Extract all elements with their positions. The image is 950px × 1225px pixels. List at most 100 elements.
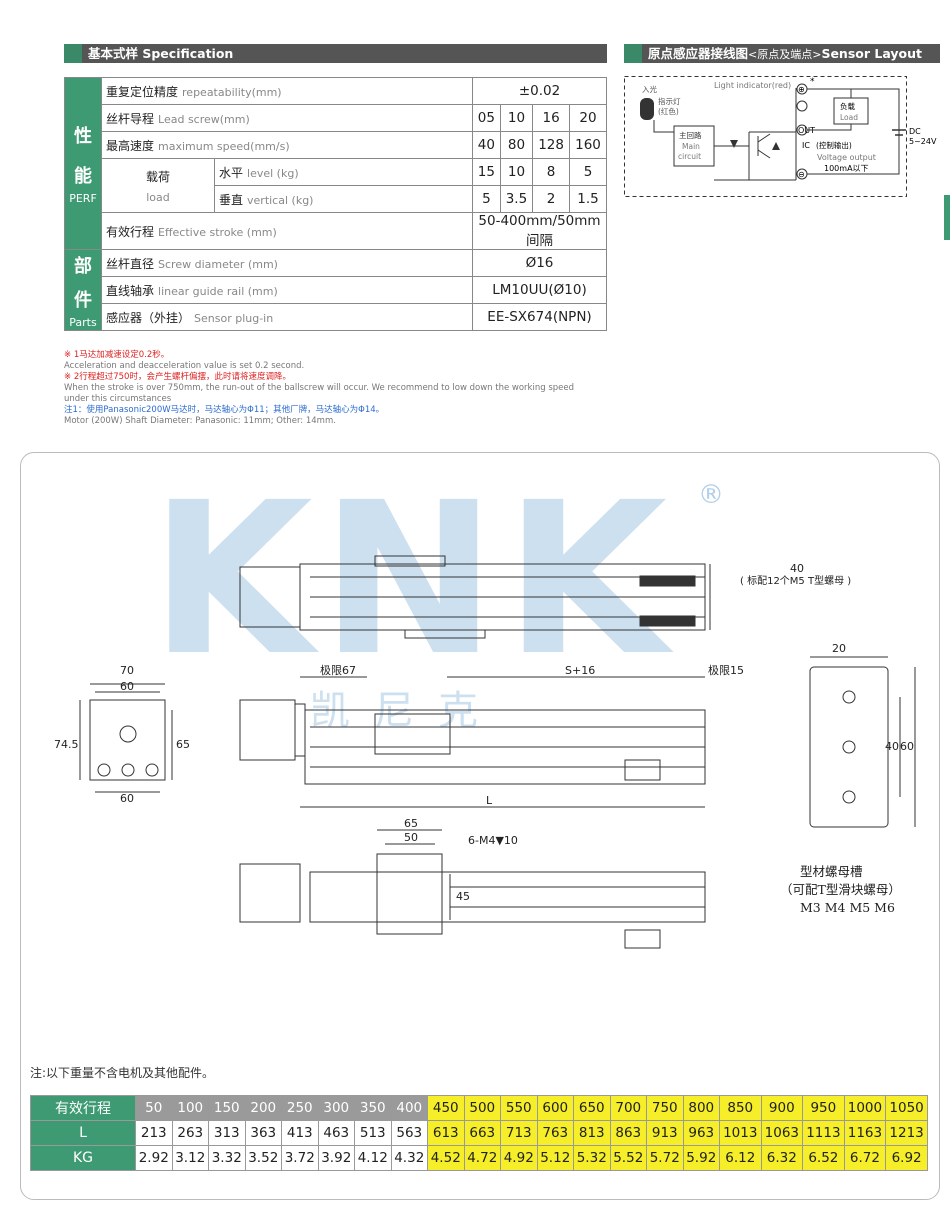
- m4-note: 6-M4▼10: [468, 834, 518, 847]
- star-mark: *: [810, 77, 815, 87]
- weight-cell: 3.72: [281, 1145, 319, 1171]
- weight-cell: 3.52: [244, 1145, 282, 1171]
- carriage-plate: [376, 853, 443, 935]
- current-text: 100mA以下: [824, 164, 869, 173]
- weight-cell: 6.92: [885, 1145, 928, 1171]
- speed-value: 40: [472, 131, 501, 159]
- limit-67: 极限67: [320, 663, 356, 677]
- sensor-wiring-diagram: 入光 指示灯 (红色) Light indicator(red) 主回路 Mai…: [624, 76, 937, 197]
- stroke-cell: 150: [208, 1095, 246, 1121]
- weight-cell: 6.72: [843, 1145, 887, 1171]
- weight-cell: 3.92: [317, 1145, 355, 1171]
- stroke-cell: 950: [802, 1095, 845, 1121]
- stroke-cell: 900: [760, 1095, 804, 1121]
- sensor-block: [624, 759, 661, 781]
- weight-note: 注:以下重量不含电机及其他配件。: [30, 1066, 215, 1080]
- t-nut-row: [639, 615, 696, 627]
- sensor-label: 感应器（外挂）Sensor plug-in: [101, 303, 473, 331]
- stroke-cell: 800: [682, 1095, 720, 1121]
- dim-60c: 60: [900, 740, 914, 753]
- stroke-cell: 200: [244, 1095, 282, 1121]
- weight-cell: 4.12: [354, 1145, 392, 1171]
- dim-70: 70: [120, 664, 134, 677]
- note-1-en: Acceleration and deacceleration value is…: [64, 361, 305, 371]
- vertical-value: 3.5: [499, 185, 534, 213]
- sensor-boundary: [624, 76, 907, 197]
- t-nut-row: [639, 575, 696, 587]
- weight-cell: 3.32: [208, 1145, 246, 1171]
- red-cn: (红色): [658, 106, 679, 116]
- weight-cell: 4.92: [500, 1145, 538, 1171]
- watermark-logo: KNK ® 凯尼克: [150, 470, 770, 735]
- led-icon: [640, 98, 654, 120]
- bolt: [97, 763, 111, 777]
- sensor-header-cn: 原点感应器接线图: [648, 46, 749, 61]
- repeat-value: ±0.02: [472, 77, 607, 105]
- side-view: [79, 683, 173, 793]
- transistor-icon: [757, 133, 771, 143]
- stroke-cell: 300: [317, 1095, 355, 1121]
- perf-cn2: 能: [74, 166, 92, 187]
- notes-block: ※ 1马达加减速设定0.2秒。 Acceleration and deaccel…: [64, 350, 594, 427]
- length-cell: 863: [609, 1120, 647, 1146]
- main-en1: Main: [682, 142, 700, 151]
- length-cell: 313: [208, 1120, 246, 1146]
- nut-note: ( 标配12个M5 T型螺母 ): [740, 574, 851, 587]
- sensor-value: EE-SX674(NPN): [472, 303, 607, 331]
- speed-value: 80: [499, 131, 534, 159]
- vertical-value: 5: [472, 185, 501, 213]
- front-view: [239, 676, 706, 808]
- in-light-text: 入光: [642, 84, 657, 94]
- note-1: ※ 1马达加减速设定0.2秒。: [64, 350, 170, 360]
- stroke-cell: 1000: [843, 1095, 887, 1121]
- zener-icon: [772, 142, 780, 150]
- profile-hole: [842, 790, 856, 804]
- sensor-header: 原点感应器接线图<原点及端点>Sensor Layout: [624, 44, 940, 63]
- top-view: [239, 555, 711, 639]
- level-value: 10: [499, 158, 534, 186]
- stroke-cell: 100: [171, 1095, 209, 1121]
- stroke-cell: 550: [500, 1095, 538, 1121]
- weight-cell: 2.92: [135, 1145, 173, 1171]
- length-cell: 663: [463, 1120, 501, 1146]
- sensor-header-en: Sensor Layout: [821, 46, 923, 61]
- level-value: 5: [569, 158, 607, 186]
- length-cell: 963: [682, 1120, 720, 1146]
- length-cell: 1063: [760, 1120, 804, 1146]
- dim-20: 20: [832, 642, 846, 655]
- length-cell: 563: [390, 1120, 428, 1146]
- carriage-top: [374, 555, 446, 567]
- dim-40b: 40: [885, 740, 899, 753]
- dim-45: 45: [456, 890, 470, 903]
- perf-cn1: 性: [74, 126, 92, 147]
- parts-cn1: 部: [74, 255, 92, 277]
- dc-voltage: 5~24V: [909, 137, 937, 146]
- end-plate: [89, 699, 166, 781]
- motor-top: [239, 566, 301, 628]
- perf-side-label: 性 能 PERF: [64, 77, 102, 250]
- limit-15: 极限15: [708, 663, 744, 677]
- length-cell: 213: [135, 1120, 173, 1146]
- right-edge-strip: [944, 195, 950, 240]
- stroke-cell: 700: [609, 1095, 647, 1121]
- weight-cell: 3.12: [171, 1145, 209, 1171]
- stroke-cell: 600: [536, 1095, 574, 1121]
- rail-body-bottom: [309, 871, 706, 923]
- stroke-cell: 350: [354, 1095, 392, 1121]
- carriage-front: [374, 713, 451, 755]
- wire: [807, 88, 900, 175]
- note-2-en: When the stroke is over 750mm, the run-o…: [64, 383, 574, 404]
- length-cell: 913: [646, 1120, 684, 1146]
- parts-side-label: 部 件 Parts: [64, 249, 102, 331]
- weight-cell: 6.12: [719, 1145, 762, 1171]
- diode-icon: [730, 140, 738, 148]
- bolt: [145, 763, 159, 777]
- weight-cell: 4.32: [390, 1145, 428, 1171]
